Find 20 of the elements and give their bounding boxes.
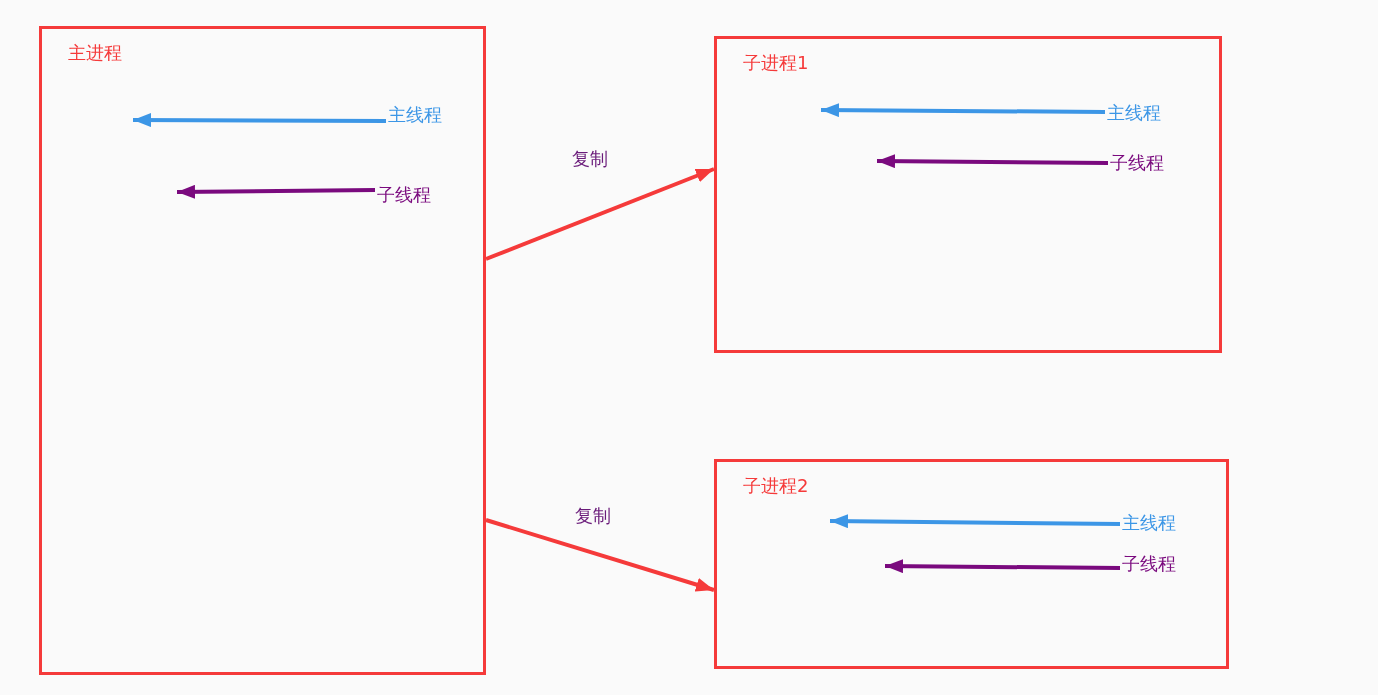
arrow (176, 184, 376, 199)
process-title: 子进程2 (743, 474, 809, 498)
arrow (884, 559, 1121, 574)
arrow (821, 103, 1105, 118)
arrow (133, 113, 386, 128)
arrow (830, 514, 1120, 529)
process-box (714, 459, 1229, 669)
process-box (714, 36, 1222, 353)
thread-label: 子线程 (1110, 152, 1164, 174)
thread-label: 主线程 (1122, 512, 1176, 534)
arrow (876, 154, 1109, 169)
arrow (485, 167, 715, 261)
process-title: 子进程1 (743, 51, 809, 75)
thread-label: 子线程 (377, 184, 431, 206)
thread-label: 子线程 (1122, 553, 1176, 575)
arrow (485, 518, 715, 592)
thread-label: 主线程 (1107, 102, 1161, 124)
thread-label: 主线程 (388, 104, 442, 126)
process-box (39, 26, 486, 675)
process-title: 主进程 (68, 41, 122, 65)
